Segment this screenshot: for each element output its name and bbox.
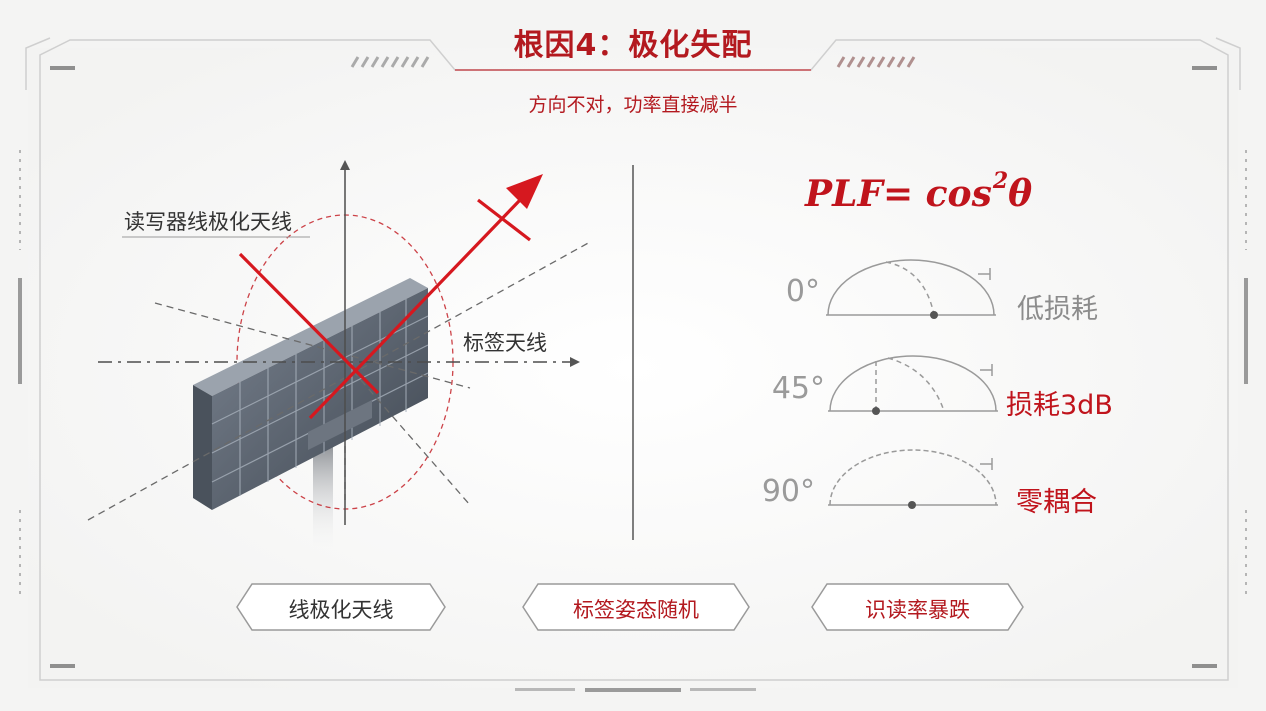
dial-45 xyxy=(828,355,998,412)
polarization-arrow-head xyxy=(506,174,543,209)
side-dashes xyxy=(19,150,1247,600)
bottom-bars xyxy=(515,688,756,692)
tag-shapes xyxy=(236,583,1024,631)
hatch-right xyxy=(836,56,916,68)
polarization-lines xyxy=(238,198,531,420)
axes xyxy=(98,160,580,525)
dial-0 xyxy=(826,259,996,316)
tag-read-rate-drop: 识读率暴跌 xyxy=(865,598,970,622)
side-bars xyxy=(18,278,1248,384)
formula-base: PLF= cos xyxy=(805,173,992,215)
result-label-45: 损耗3dB xyxy=(1006,390,1113,421)
result-label-90: 零耦合 xyxy=(1016,487,1097,518)
page-subtitle: 方向不对，功率直接减半 xyxy=(528,94,738,116)
angle-label-90: 90° xyxy=(761,474,815,509)
dial-90-dot xyxy=(908,501,916,509)
reader-antenna-label: 读写器线极化天线 xyxy=(124,210,292,234)
tag-random-posture: 标签姿态随机 xyxy=(573,598,699,622)
angle-label-0: 0° xyxy=(785,274,820,309)
result-label-0: 低损耗 xyxy=(1017,294,1098,325)
dial-45-dot xyxy=(872,407,880,415)
page-title: 根因4：极化失配 xyxy=(513,28,753,63)
tag-antenna-label: 标签天线 xyxy=(463,331,547,355)
antenna-panel xyxy=(193,278,429,510)
angle-label-45: 45° xyxy=(771,371,825,406)
dial-0-dot xyxy=(930,311,938,319)
hatch-left xyxy=(350,56,430,68)
formula-symbol: θ xyxy=(1008,173,1033,215)
frame-border xyxy=(25,37,1241,681)
corner-brackets xyxy=(50,66,1217,668)
plf-formula: PLF= cos2θ xyxy=(805,168,1032,215)
tag-linear-antenna: 线极化天线 xyxy=(288,598,394,622)
formula-exponent: 2 xyxy=(992,168,1009,194)
